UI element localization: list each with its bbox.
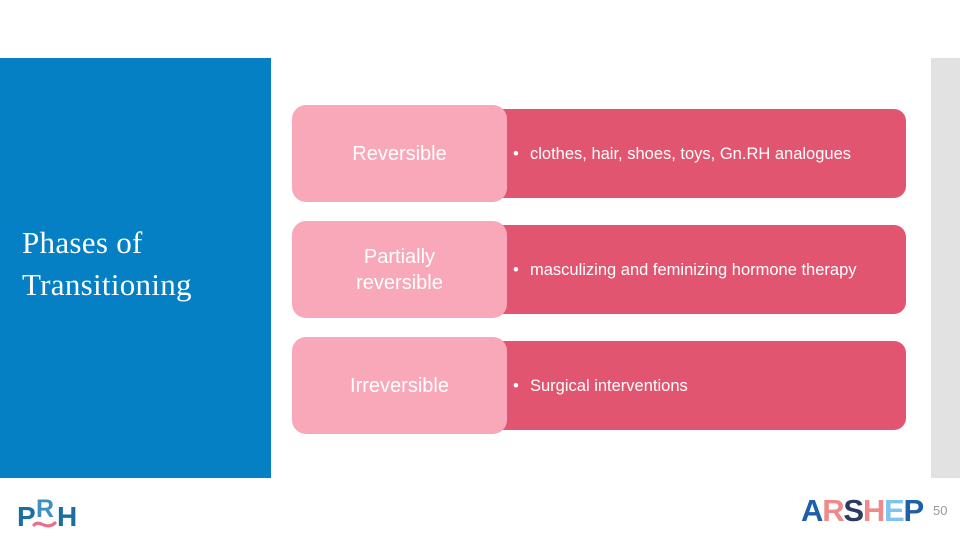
title-panel bbox=[0, 58, 271, 478]
phase-detail-bullet: • masculizing and feminizing hormone the… bbox=[513, 258, 857, 282]
phase-label-box: Reversible bbox=[292, 105, 507, 202]
phase-label-box: Irreversible bbox=[292, 337, 507, 434]
phase-row: • Surgical interventions Irreversible bbox=[292, 337, 906, 434]
prh-letter-h: H bbox=[57, 501, 77, 532]
phase-label-box: Partially reversible bbox=[292, 221, 507, 318]
prh-logo-graphic: P R H bbox=[17, 495, 77, 532]
prh-letter-r: R bbox=[36, 495, 54, 523]
phase-label-text: Partially reversible bbox=[356, 245, 443, 294]
arshep-letter-r: R bbox=[822, 493, 844, 528]
arshep-letter-a: A bbox=[801, 493, 823, 528]
page-number: 50 bbox=[933, 503, 948, 518]
arshep-letter-s: S bbox=[843, 493, 864, 528]
bullet-dot-icon: • bbox=[513, 376, 519, 395]
phase-detail-bullet: • Surgical interventions bbox=[513, 374, 688, 398]
arshep-letter-e: E bbox=[884, 493, 905, 528]
arshep-letter-p: P bbox=[903, 493, 925, 528]
phases-diagram: • clothes, hair, shoes, toys, Gn.RH anal… bbox=[292, 105, 906, 434]
phase-detail-box: • masculizing and feminizing hormone the… bbox=[482, 225, 906, 314]
arshep-letter-h: H bbox=[862, 493, 885, 528]
bullet-dot-icon: • bbox=[513, 144, 519, 163]
page-title: Phases of Transitioning bbox=[22, 225, 192, 302]
prh-wave-icon bbox=[32, 521, 57, 528]
phase-detail-box: • Surgical interventions bbox=[482, 341, 906, 430]
prh-letter-p: P bbox=[17, 501, 36, 532]
bullet-dot-icon: • bbox=[513, 260, 519, 279]
phase-label-text: Irreversible bbox=[350, 374, 449, 397]
phase-detail-box: • clothes, hair, shoes, toys, Gn.RH anal… bbox=[482, 109, 906, 198]
phase-detail-text: masculizing and feminizing hormone thera… bbox=[530, 260, 857, 279]
phase-label-text: Reversible bbox=[352, 142, 447, 165]
arshep-logo: A R S H E P bbox=[801, 493, 925, 528]
phase-row: • masculizing and feminizing hormone the… bbox=[292, 221, 906, 318]
phase-row: • clothes, hair, shoes, toys, Gn.RH anal… bbox=[292, 105, 906, 202]
right-accent-strip bbox=[931, 58, 960, 478]
phase-detail-text: Surgical interventions bbox=[530, 376, 688, 395]
prh-logo: P R H bbox=[17, 493, 103, 533]
phase-detail-text: clothes, hair, shoes, toys, Gn.RH analog… bbox=[530, 144, 852, 163]
phase-detail-bullet: • clothes, hair, shoes, toys, Gn.RH anal… bbox=[513, 142, 852, 166]
